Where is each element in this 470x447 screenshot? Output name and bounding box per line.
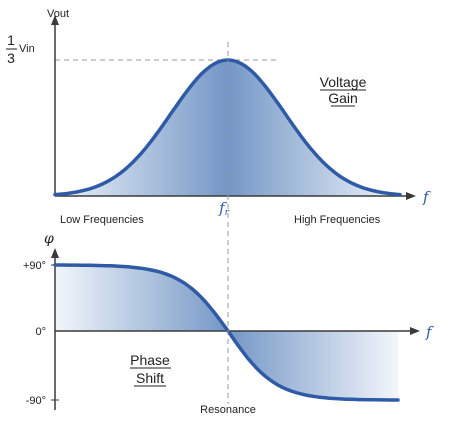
phase-fill-negative <box>228 331 398 400</box>
phase-y-axis-arrow <box>51 248 59 258</box>
phase-x-axis-arrow <box>410 327 420 335</box>
phase-y-axis-symbol: φ <box>44 231 54 247</box>
gain-y-axis-label: Vout <box>47 8 69 20</box>
phase-fill-positive <box>55 265 228 331</box>
phase-curve <box>53 263 400 402</box>
tick-label-plus-90: +90° <box>23 260 46 272</box>
peak-fraction-suffix: Vin <box>19 43 35 55</box>
peak-fraction-denominator: 3 <box>7 50 15 66</box>
gain-x-axis-symbol: f <box>422 188 431 206</box>
phase-x-axis-symbol: f <box>425 323 434 341</box>
gain-x-axis-arrow <box>406 192 416 200</box>
voltage-gain-title-line2: Gain <box>328 90 358 106</box>
phase-shift-title-line1: Phase <box>130 352 170 368</box>
peak-fraction-numerator: 1 <box>7 32 15 48</box>
phase-shift-title-line2: Shift <box>136 370 164 386</box>
resonant-frequency-label: fr <box>218 199 230 218</box>
high-frequencies-label: High Frequencies <box>294 214 381 226</box>
tick-label-minus-90: -90° <box>26 395 46 407</box>
voltage-gain-title-line1: Voltage <box>320 74 367 90</box>
resonance-label: Resonance <box>200 404 256 416</box>
tick-label-zero: 0° <box>35 326 46 338</box>
gain-y-axis-arrow <box>51 15 59 25</box>
low-frequencies-label: Low Frequencies <box>60 214 144 226</box>
